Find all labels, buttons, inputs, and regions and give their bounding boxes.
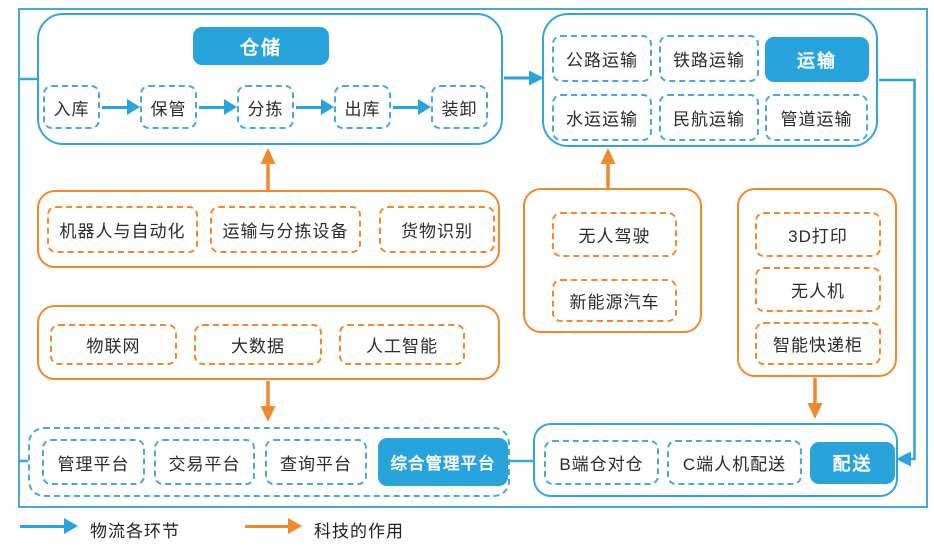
step-storage: 保管 bbox=[140, 85, 197, 129]
flow-arrow-icon bbox=[391, 97, 431, 117]
delivery-c-drone: C端人机配送 bbox=[667, 440, 802, 485]
platform-integrated-label: 综合管理平台 bbox=[378, 438, 508, 486]
tech-transport-sorting-equipment: 运输与分拣设备 bbox=[210, 206, 361, 253]
tech-new-energy-vehicles: 新能源汽车 bbox=[552, 279, 677, 322]
transport-tech-group: 无人驾驶 新能源汽车 bbox=[523, 188, 702, 333]
transport-group: 公路运输 铁路运输 运输 水运运输 民航运输 管道运输 bbox=[542, 13, 878, 147]
delivery-b2b-warehouse: B端仓对仓 bbox=[544, 440, 659, 485]
tech-ai: 人工智能 bbox=[339, 324, 465, 365]
transport-label: 运输 bbox=[765, 37, 869, 82]
legend-technology-label: 科技的作用 bbox=[314, 522, 404, 541]
platform-query: 查询平台 bbox=[265, 439, 367, 485]
platforms-group: 管理平台 交易平台 查询平台 综合管理平台 bbox=[28, 427, 510, 497]
warehouse-flow-row: 入库 保管 分拣 出库 装卸 bbox=[43, 85, 488, 129]
warehouse-group: 仓储 入库 保管 分拣 出库 装卸 bbox=[37, 13, 503, 145]
step-outbound: 出库 bbox=[334, 85, 391, 129]
flow-arrow-icon bbox=[294, 97, 334, 117]
delivery-tech-group: 3D打印 无人机 智能快递柜 bbox=[737, 188, 897, 377]
legend-logistics-arrow-icon bbox=[20, 516, 78, 536]
mode-water: 水运运输 bbox=[552, 94, 652, 141]
mode-civil-aviation: 民航运输 bbox=[659, 94, 759, 141]
mode-road: 公路运输 bbox=[552, 35, 652, 82]
warehouse-tech-group: 机器人与自动化 运输与分拣设备 货物识别 bbox=[37, 190, 500, 268]
tech-cargo-identification: 货物识别 bbox=[379, 206, 495, 253]
mode-pipeline: 管道运输 bbox=[765, 94, 868, 141]
tech-autonomous-driving: 无人驾驶 bbox=[552, 212, 677, 257]
flow-arrow-icon bbox=[100, 97, 140, 117]
tech-iot: 物联网 bbox=[50, 324, 177, 365]
platform-trading: 交易平台 bbox=[154, 439, 255, 485]
platform-management: 管理平台 bbox=[42, 439, 145, 485]
delivery-label: 配送 bbox=[810, 442, 895, 484]
tech-3d-printing: 3D打印 bbox=[755, 212, 881, 257]
tech-big-data: 大数据 bbox=[194, 324, 322, 365]
flow-arrow-icon bbox=[197, 97, 237, 117]
tech-robotics-automation: 机器人与自动化 bbox=[47, 206, 198, 253]
step-sorting: 分拣 bbox=[237, 85, 294, 129]
delivery-group: B端仓对仓 C端人机配送 配送 bbox=[533, 423, 898, 497]
outer-frame bbox=[18, 8, 928, 508]
data-tech-group: 物联网 大数据 人工智能 bbox=[37, 305, 500, 380]
warehouse-label: 仓储 bbox=[193, 27, 329, 65]
step-loading: 装卸 bbox=[431, 85, 488, 129]
legend-logistics-label: 物流各环节 bbox=[90, 522, 180, 541]
step-inbound: 入库 bbox=[43, 85, 100, 129]
tech-drone: 无人机 bbox=[755, 267, 881, 312]
legend-technology-arrow-icon bbox=[245, 516, 302, 536]
mode-rail: 铁路运输 bbox=[659, 35, 759, 82]
tech-smart-locker: 智能快递柜 bbox=[755, 322, 881, 365]
